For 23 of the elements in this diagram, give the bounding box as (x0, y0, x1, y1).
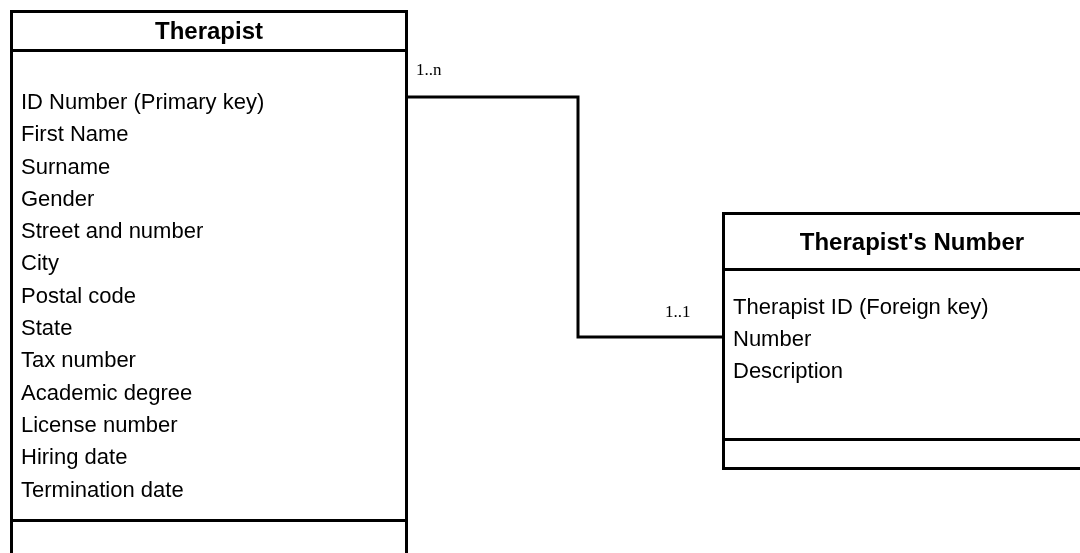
attribute-text: Gender (21, 184, 95, 213)
attribute-text: Surname (21, 152, 111, 181)
attribute-text: Therapist ID (Foreign key) (733, 293, 989, 321)
entity-table (10, 10, 408, 553)
multiplicity-label: 1..1 (665, 302, 691, 322)
attribute-text: Tax number (21, 346, 136, 375)
attribute-text: Academic degree (21, 378, 193, 407)
attribute-text: Termination date (21, 475, 184, 504)
attribute-text: State (21, 314, 73, 343)
entity-name: Therapist (155, 17, 263, 45)
attribute-text: First Name (21, 120, 129, 149)
attribute-text: Street and number (21, 217, 204, 246)
attribute-text: Hiring date (21, 443, 128, 472)
attribute-text: ID Number (Primary key) (21, 88, 265, 116)
attribute-text: Description (733, 357, 844, 385)
entity-name: Therapist's Number (799, 227, 1025, 256)
multiplicity-label: 1..n (416, 60, 442, 80)
entity-table (722, 212, 1080, 470)
attribute-text: Postal code (21, 281, 136, 310)
attribute-text: Number (733, 325, 812, 353)
attribute-text: City (21, 249, 59, 278)
attribute-text: License number (21, 410, 178, 439)
relationship-line (408, 95, 722, 339)
